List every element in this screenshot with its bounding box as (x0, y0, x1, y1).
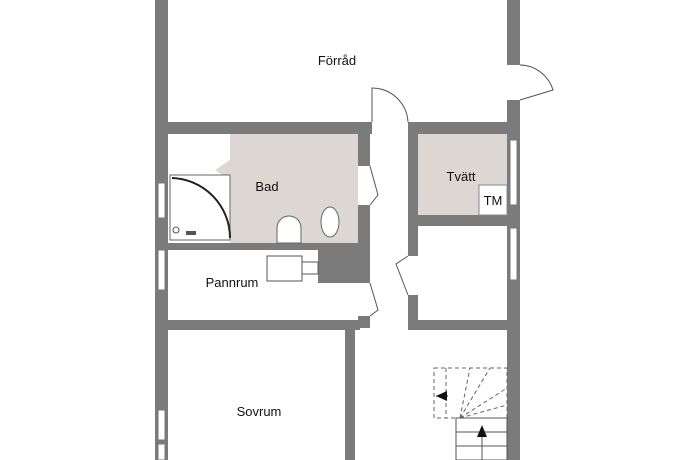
tm-box (478, 184, 508, 216)
windows (157, 139, 518, 460)
boiler (266, 255, 319, 282)
toilet-icon (320, 206, 340, 238)
room-label-forrad: Förråd (318, 53, 356, 68)
doors (369, 64, 554, 317)
shower (169, 174, 231, 241)
sink-icon (276, 215, 302, 244)
room-label-sovrum: Sovrum (237, 404, 282, 419)
tm-label: TM (484, 193, 503, 208)
arrow-up-icon (477, 425, 487, 437)
room-label-tvatt: Tvätt (447, 169, 476, 184)
arrow-left-icon (436, 391, 447, 401)
room-label-bad: Bad (255, 179, 278, 194)
walls (155, 0, 520, 460)
room-label-pannrum: Pannrum (206, 275, 259, 290)
stairs[interactable] (433, 367, 508, 460)
